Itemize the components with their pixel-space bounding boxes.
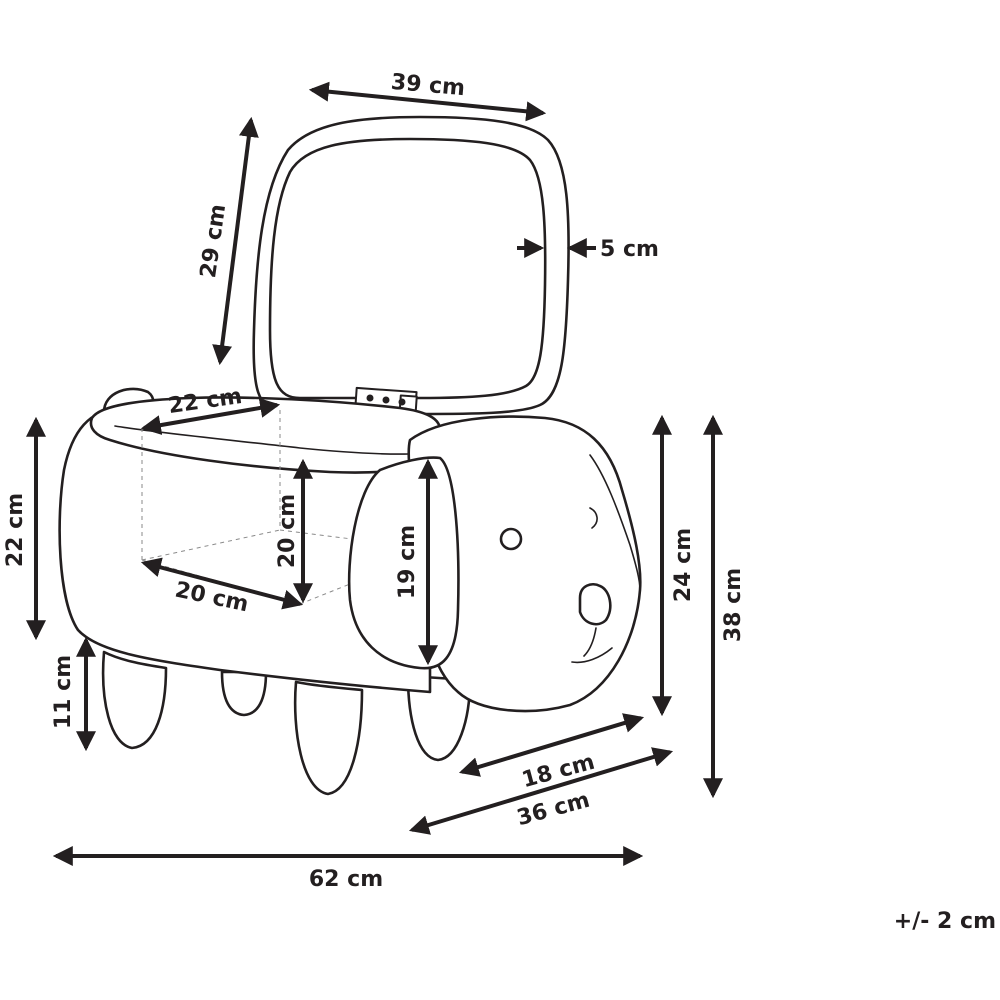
stool-drawing <box>58 115 642 796</box>
dim-label-body-height: 22 cm <box>3 493 28 567</box>
front-leg-right <box>293 680 364 796</box>
mouth <box>571 627 613 664</box>
head-side-ear <box>589 454 641 591</box>
eye <box>499 527 523 551</box>
dim-label-leg-height: 11 cm <box>51 655 76 729</box>
lid-inner <box>268 137 547 400</box>
head-side-notch <box>589 507 598 529</box>
lid <box>252 115 570 416</box>
dim-arrow-total-depth <box>408 747 674 835</box>
back-leg-left <box>220 670 268 717</box>
dim-label-head-height: 24 cm <box>671 528 696 602</box>
dimension-annotations: 39 cm 29 cm 5 cm 22 cm 20 cm 20 cm 19 cm… <box>3 70 996 934</box>
dim-label-total-width: 62 cm <box>309 867 383 892</box>
dim-label-inner-height: 20 cm <box>275 494 300 568</box>
dim-arrow-inner-depth <box>140 557 304 610</box>
front-leg-left <box>101 650 168 750</box>
dim-arrow-lid-height <box>212 116 259 366</box>
tolerance-note: +/- 2 cm <box>894 909 996 934</box>
dim-arrow-inner-width <box>140 398 281 435</box>
dim-arrow-lid-width <box>308 81 547 122</box>
dim-label-total-height: 38 cm <box>721 568 746 642</box>
dim-label-ear-height: 19 cm <box>395 525 420 599</box>
nose <box>578 583 612 626</box>
dim-label-lid-height: 29 cm <box>196 203 231 280</box>
dim-label-lid-width: 39 cm <box>390 70 466 101</box>
dim-label-lid-thickness: 5 cm <box>600 237 659 262</box>
